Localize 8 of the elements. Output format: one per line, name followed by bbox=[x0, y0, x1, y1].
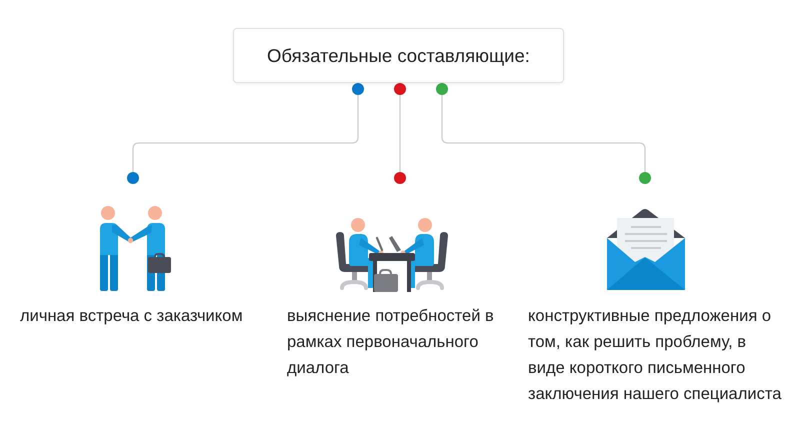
connector bbox=[127, 83, 364, 184]
description-text: конструктивные предложения о том, как решить проблему, в виде короткого письменного заключения нашего специалиста bbox=[528, 306, 782, 405]
heading-text: Обязательные составляющие: bbox=[267, 44, 530, 66]
connector bbox=[394, 83, 406, 184]
connector bbox=[436, 83, 651, 184]
description-text: личная встреча с заказчиком bbox=[20, 306, 244, 327]
description-text: выяснение потребностей в рамках первоначального диалога bbox=[287, 306, 495, 379]
title-box bbox=[233, 28, 564, 83]
